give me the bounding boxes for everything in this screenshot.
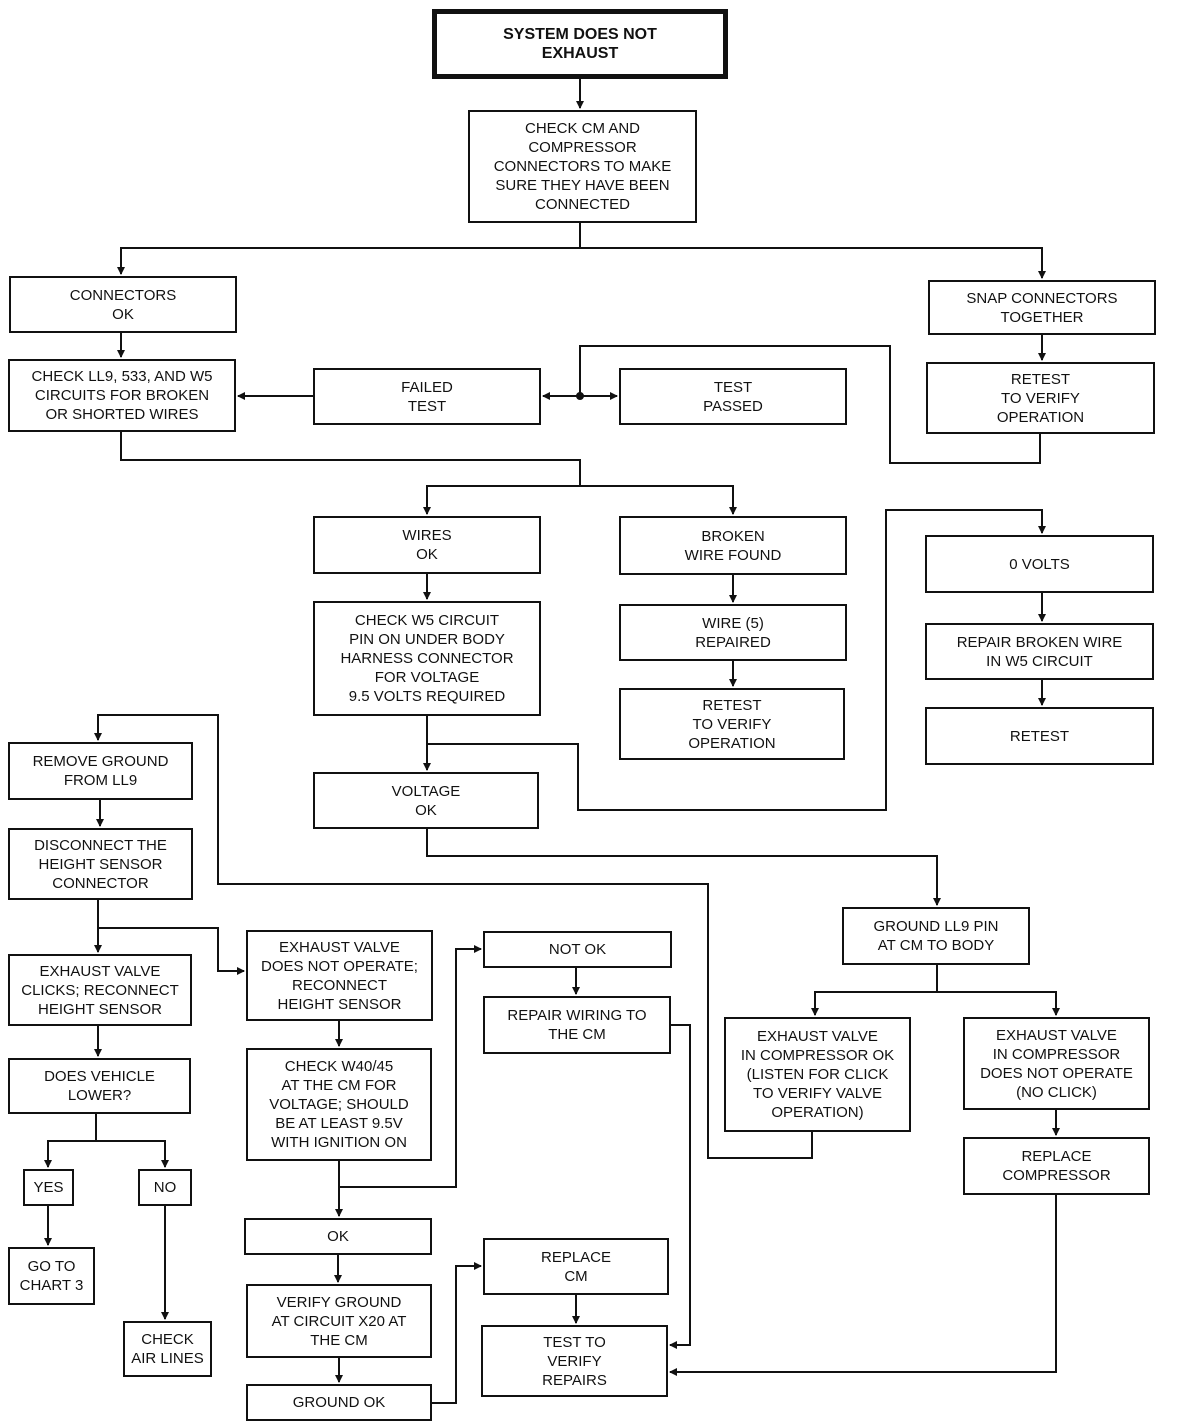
connector-repair-wiring-to-test <box>669 1024 691 1349</box>
connector-replace-compressor-to-test <box>669 1195 1057 1376</box>
connector-voltage-ok-to-ground-ll9 <box>426 829 941 906</box>
exhaust-clicks-box: EXHAUST VALVE CLICKS; RECONNECT HEIGHT S… <box>8 954 192 1026</box>
test-verify-repairs-box: TEST TO VERIFY REPAIRS <box>481 1325 668 1397</box>
does-vehicle-lower-box: DOES VEHICLE LOWER? <box>8 1058 191 1114</box>
verify-ground-box: VERIFY GROUND AT CIRCUIT X20 AT THE CM <box>246 1284 432 1358</box>
test-passed-box: TEST PASSED <box>619 368 847 425</box>
voltage-ok-box: VOLTAGE OK <box>313 772 539 829</box>
repair-wiring-box: REPAIR WIRING TO THE CM <box>483 996 671 1054</box>
no-box: NO <box>138 1169 192 1206</box>
junction-dot <box>576 392 584 400</box>
start-box: SYSTEM DOES NOT EXHAUST <box>432 9 728 79</box>
connector-check-branch <box>120 223 1042 278</box>
ground-ll9-box: GROUND LL9 PIN AT CM TO BODY <box>842 907 1030 965</box>
failed-test-box: FAILED TEST <box>313 368 541 425</box>
valve-ok-box: EXHAUST VALVE IN COMPRESSOR OK (LISTEN F… <box>724 1017 911 1132</box>
replace-cm-box: REPLACE CM <box>483 1238 669 1295</box>
connector-disconnect-to-exhaust-not-operate <box>98 927 245 975</box>
connector-check-w40-to-not-ok <box>339 945 482 1188</box>
ok-box: OK <box>244 1218 432 1255</box>
connector-ground-ll9-branch <box>814 965 1056 1015</box>
connector-ground-ok-to-replace-cm <box>432 1262 482 1404</box>
yes-box: YES <box>23 1169 74 1206</box>
connector-valve-ok-loop-to-remove-ground <box>94 714 813 1159</box>
disconnect-sensor-box: DISCONNECT THE HEIGHT SENSOR CONNECTOR <box>8 828 193 900</box>
valve-not-operate-box: EXHAUST VALVE IN COMPRESSOR DOES NOT OPE… <box>963 1017 1150 1110</box>
retest-box: RETEST <box>925 707 1154 765</box>
wires-ok-box: WIRES OK <box>313 516 541 574</box>
retest-verify-box-2: RETEST TO VERIFY OPERATION <box>619 688 845 760</box>
zero-volts-box: 0 VOLTS <box>925 535 1154 593</box>
connectors-ok-box: CONNECTORS OK <box>9 276 237 333</box>
remove-ground-box: REMOVE GROUND FROM LL9 <box>8 742 193 800</box>
ground-ok-box: GROUND OK <box>246 1384 432 1421</box>
check-connectors-box: CHECK CM AND COMPRESSOR CONNECTORS TO MA… <box>468 110 697 223</box>
not-ok-box: NOT OK <box>483 931 672 968</box>
check-air-lines-box: CHECK AIR LINES <box>123 1321 212 1377</box>
exhaust-not-operate-box: EXHAUST VALVE DOES NOT OPERATE; RECONNEC… <box>246 930 433 1021</box>
wire-repaired-box: WIRE (5) REPAIRED <box>619 604 847 661</box>
broken-wire-found-box: BROKEN WIRE FOUND <box>619 516 847 575</box>
connector-vehicle-lower-branch <box>47 1114 165 1167</box>
retest-verify-box-1: RETEST TO VERIFY OPERATION <box>926 362 1155 434</box>
check-w5-pin-box: CHECK W5 CIRCUIT PIN ON UNDER BODY HARNE… <box>313 601 541 716</box>
snap-connectors-box: SNAP CONNECTORS TOGETHER <box>928 280 1156 335</box>
connector-retest-loop-to-hub <box>579 345 1041 464</box>
replace-compressor-box: REPLACE COMPRESSOR <box>963 1137 1150 1195</box>
connector-check-w5-to-zero-volts <box>427 509 1046 811</box>
go-chart3-box: GO TO CHART 3 <box>8 1247 95 1305</box>
check-w40-box: CHECK W40/45 AT THE CM FOR VOLTAGE; SHOU… <box>246 1048 432 1161</box>
repair-broken-wire-box: REPAIR BROKEN WIRE IN W5 CIRCUIT <box>925 623 1154 680</box>
check-circuits-box: CHECK LL9, 533, AND W5 CIRCUITS FOR BROK… <box>8 359 236 432</box>
